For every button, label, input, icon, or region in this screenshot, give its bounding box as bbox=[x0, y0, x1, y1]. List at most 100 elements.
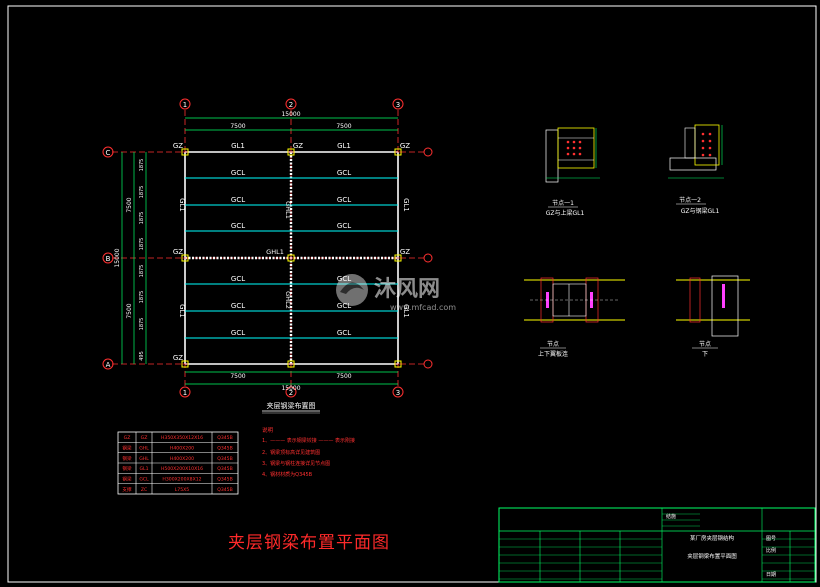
detail-label: 节点 bbox=[547, 340, 559, 348]
table-cell: Q345B bbox=[217, 456, 233, 462]
table-cell: H300X200X8X12 bbox=[162, 477, 201, 483]
gl1-label: GL1 bbox=[402, 304, 410, 318]
watermark-url: www.mfcad.com bbox=[390, 303, 456, 312]
axis-bubble-3-bottom: 3 bbox=[392, 386, 404, 398]
axis-bubble-2-bottom: 2 bbox=[285, 386, 297, 398]
table-cell: L75X5 bbox=[175, 487, 190, 493]
dim-bottom-right: 7500 bbox=[336, 373, 351, 380]
axis-bubble-C: C bbox=[102, 146, 114, 158]
table-cell: 钢梁 bbox=[122, 465, 132, 472]
watermark-icon bbox=[336, 274, 368, 306]
axis-bubble-B-right bbox=[423, 253, 433, 263]
dim-minor: 1875 bbox=[139, 291, 145, 304]
gcl-label: GCL bbox=[231, 222, 245, 230]
note-line: 1、——— 表示钢梁铰接 ——— 表示刚接 bbox=[262, 437, 355, 444]
axis-label: 1 bbox=[183, 101, 187, 109]
steel-columns bbox=[181, 148, 402, 368]
detail-label: 节点 bbox=[699, 340, 711, 348]
dim-left-total: 15000 bbox=[114, 248, 121, 267]
gcl-label: GCL bbox=[337, 222, 351, 230]
table-cell: 支撑 bbox=[122, 486, 132, 493]
notes-block: 说明 1、——— 表示钢梁铰接 ——— 表示刚接 2、钢梁顶标高详见建筑图 3、… bbox=[262, 426, 355, 478]
gz-label: GZ bbox=[400, 142, 410, 150]
scale-label: 比例 bbox=[766, 547, 776, 554]
beam-layout-plan: 1 2 3 1 2 3 C B A 15000 7500 7500 7500 bbox=[102, 98, 433, 414]
watermark: 沐风网 www.mfcad.com bbox=[330, 268, 500, 316]
axis-label: 1 bbox=[183, 389, 187, 397]
axis-label: C bbox=[106, 149, 111, 157]
table-cell: 钢梁 bbox=[122, 476, 132, 483]
note-line: 3、钢梁与钢柱连接详见节点图 bbox=[262, 460, 330, 467]
table-cell: H350X350X12X16 bbox=[161, 435, 203, 441]
ghl-label: GHL1 bbox=[284, 201, 292, 219]
axis-label: 2 bbox=[289, 389, 293, 397]
table-cell: GZ bbox=[141, 435, 148, 441]
axis-label: 3 bbox=[396, 389, 400, 397]
drawing-name: 夹层钢梁布置平面图 bbox=[687, 552, 737, 560]
dim-total-top: 15000 bbox=[281, 111, 300, 118]
table-cell: 钢梁 bbox=[122, 445, 132, 452]
gcl-label: GCL bbox=[231, 196, 245, 204]
detail-sub: 上下翼板连 bbox=[538, 350, 568, 358]
dim-minor: 1875 bbox=[139, 238, 145, 251]
gz-label: GZ bbox=[400, 248, 410, 256]
gcl-label: GCL bbox=[231, 275, 245, 283]
gcl-label: GCL bbox=[231, 329, 245, 337]
gz-label: GZ bbox=[173, 142, 183, 150]
gcl-label: GCL bbox=[337, 302, 351, 310]
dim-bottom-total: 15000 bbox=[281, 385, 300, 392]
table-cell: Q345B bbox=[217, 446, 233, 452]
table-cell: H400X200 bbox=[170, 446, 194, 452]
page-title: 夹层钢梁布置平面图 bbox=[228, 533, 390, 553]
gcl-label: GCL bbox=[337, 329, 351, 337]
notes-title: 说明 bbox=[262, 426, 274, 434]
date-label: 日期 bbox=[766, 572, 776, 578]
code-label: 结施 bbox=[666, 513, 676, 520]
dim-minor: 1875 bbox=[139, 265, 145, 278]
gcl-label: GCL bbox=[337, 169, 351, 177]
gcl-label: GCL bbox=[231, 302, 245, 310]
axis-bubble-B: B bbox=[102, 252, 114, 264]
dim-minor: 1875 bbox=[139, 159, 145, 172]
gl1-label: GL1 bbox=[337, 142, 351, 150]
axis-bubble-A: A bbox=[102, 358, 114, 370]
gl1-label: GL1 bbox=[402, 198, 410, 212]
table-cell: GHL bbox=[139, 446, 149, 452]
detail-sub: GZ与上梁GL1 bbox=[546, 209, 585, 217]
axis-bubble-3: 3 bbox=[392, 98, 404, 110]
axis-label: A bbox=[106, 361, 111, 369]
axis-label: 3 bbox=[396, 101, 400, 109]
ghl-label: GHL2 bbox=[284, 291, 292, 309]
axis-label: B bbox=[106, 255, 111, 263]
gcl-label: GCL bbox=[337, 275, 351, 283]
table-cell: H400X200 bbox=[170, 456, 194, 462]
dim-left-lower: 7500 bbox=[126, 303, 133, 318]
detail-node-3: 节点 上下翼板连 bbox=[524, 277, 625, 358]
axis-bubble-C-right bbox=[423, 147, 433, 157]
secondary-beams bbox=[185, 177, 398, 339]
gz-label: GZ bbox=[173, 248, 183, 256]
table-cell: Q345B bbox=[217, 477, 233, 483]
dim-minor: 495 bbox=[139, 351, 145, 361]
axis-bubble-2: 2 bbox=[285, 98, 297, 110]
sheet-border bbox=[7, 5, 817, 583]
table-cell: 钢梁 bbox=[122, 455, 132, 462]
table-cell: Q345B bbox=[217, 487, 233, 493]
project-name: 某厂房夹层钢结构 bbox=[690, 534, 735, 542]
note-line: 4、钢材材质为Q345B bbox=[262, 471, 313, 478]
title-block-grid bbox=[499, 513, 815, 580]
gz-label: GZ bbox=[173, 354, 183, 362]
dim-top-left: 7500 bbox=[230, 123, 245, 130]
plan-caption: 夹层钢梁布置图 bbox=[267, 401, 316, 410]
table-cell: GL1 bbox=[139, 466, 148, 472]
detail-node-4: 节点 下 bbox=[676, 275, 750, 358]
gl1-label: GL1 bbox=[231, 142, 245, 150]
detail-node-1: 节点一1 GZ与上梁GL1 bbox=[545, 127, 600, 217]
detail-sub: GZ与钢梁GL1 bbox=[681, 207, 720, 215]
detail-node-2: 节点一2 GZ与钢梁GL1 bbox=[668, 124, 724, 215]
